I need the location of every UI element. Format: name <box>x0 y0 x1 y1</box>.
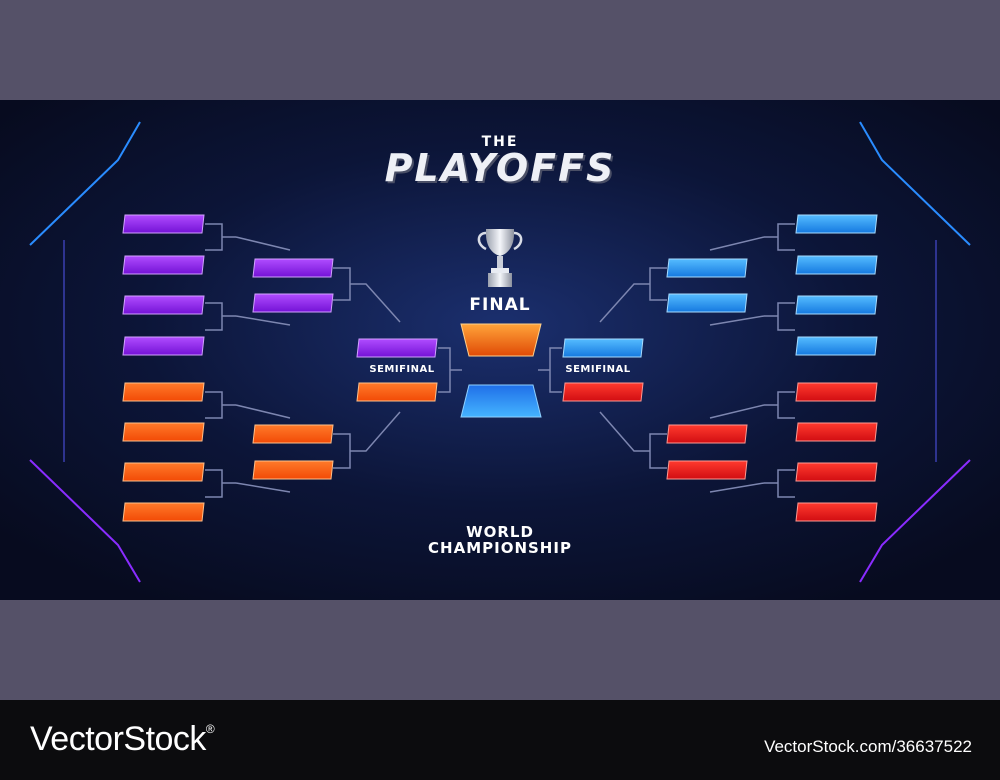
left-semi-slot-2[interactable] <box>356 382 438 402</box>
semifinal-left-label: SEMIFINAL <box>369 364 435 375</box>
left-r2-slot-3[interactable] <box>252 424 334 444</box>
left-r1-slot-2[interactable] <box>122 255 205 275</box>
final-label: FINAL <box>469 295 531 315</box>
semifinal-right-label: SEMIFINAL <box>565 364 631 375</box>
left-round1 <box>122 214 205 522</box>
left-r2-slot-4[interactable] <box>252 460 334 480</box>
right-semi-slot-1[interactable] <box>562 338 644 358</box>
right-r2-slot-2[interactable] <box>666 293 748 313</box>
right-r1-slot-5[interactable] <box>795 382 878 402</box>
corner-frame-right <box>859 121 971 583</box>
left-r2-slot-2[interactable] <box>252 293 334 313</box>
final-slot-bottom[interactable] <box>460 384 542 418</box>
right-r2-slot-4[interactable] <box>666 460 748 480</box>
left-r1-slot-3[interactable] <box>122 295 205 315</box>
championship-line2: CHAMPIONSHIP <box>428 539 572 557</box>
left-r1-slot-5[interactable] <box>122 382 205 402</box>
left-semi-slot-1[interactable] <box>356 338 438 358</box>
right-r1-slot-8[interactable] <box>795 502 878 522</box>
final-slot-top[interactable] <box>460 323 542 357</box>
right-r1-slot-4[interactable] <box>795 336 878 356</box>
left-r1-slot-4[interactable] <box>122 336 205 356</box>
right-semifinal <box>562 338 644 402</box>
corner-frame-left <box>29 121 141 583</box>
watermark-logo: VectorStock® <box>30 720 215 759</box>
right-r1-slot-2[interactable] <box>795 255 878 275</box>
right-r1-slot-1[interactable] <box>795 214 878 234</box>
watermark-bar: VectorStock® VectorStock.com/36637522 <box>0 700 1000 780</box>
watermark-brand: VectorStock <box>30 720 206 758</box>
left-r1-slot-7[interactable] <box>122 462 205 482</box>
championship-line1: WORLD <box>466 523 534 541</box>
right-round1 <box>795 214 878 522</box>
title-decor <box>390 141 610 564</box>
left-r2-slot-1[interactable] <box>252 258 334 278</box>
bracket-canvas <box>0 100 1000 600</box>
right-r2-slot-1[interactable] <box>666 258 748 278</box>
right-r1-slot-7[interactable] <box>795 462 878 482</box>
right-semi-slot-2[interactable] <box>562 382 644 402</box>
title-prefix: THE <box>481 134 519 150</box>
trophy-icon <box>477 229 523 287</box>
left-semifinal <box>356 338 438 402</box>
left-round2 <box>252 258 334 480</box>
bracket-connectors <box>205 223 795 498</box>
final-slots <box>460 323 542 418</box>
right-r1-slot-3[interactable] <box>795 295 878 315</box>
left-r1-slot-8[interactable] <box>122 502 205 522</box>
watermark-url: VectorStock.com/36637522 <box>764 737 972 756</box>
right-r1-slot-6[interactable] <box>795 422 878 442</box>
left-r1-slot-6[interactable] <box>122 422 205 442</box>
watermark-reg-mark: ® <box>205 722 215 736</box>
page-title: PLAYOFFS <box>384 146 616 190</box>
right-r2-slot-3[interactable] <box>666 424 748 444</box>
left-r1-slot-1[interactable] <box>122 214 205 234</box>
right-round2 <box>666 258 748 480</box>
